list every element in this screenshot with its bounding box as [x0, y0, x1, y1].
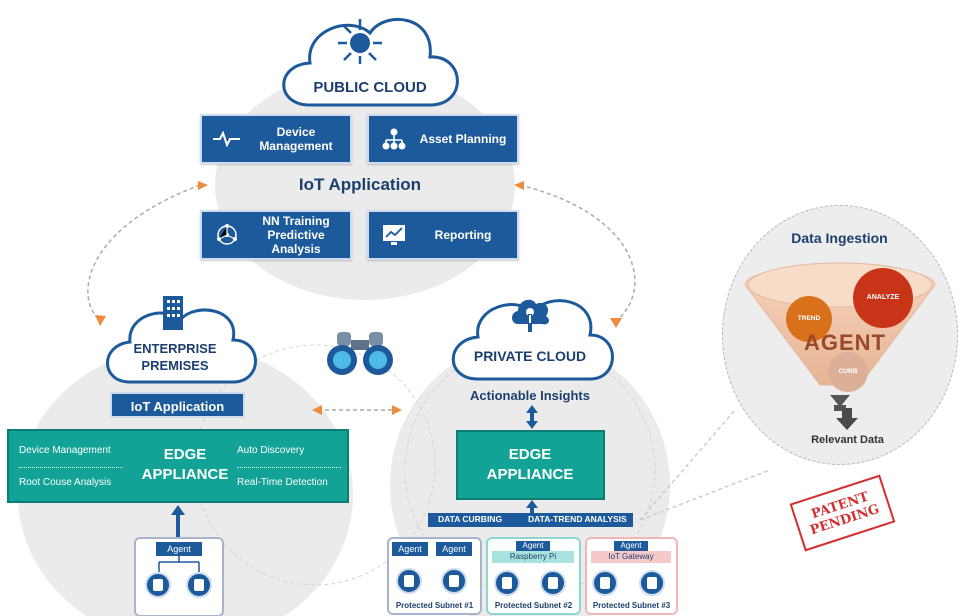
- public-iot-application-title: IoT Application: [298, 175, 422, 194]
- device-node-icon: [494, 570, 520, 596]
- edge-feature-real-time-detection: Real-Time Detection: [237, 477, 328, 488]
- enterprise-agent-tag[interactable]: Agent: [156, 542, 202, 556]
- public-cloud-circle: [215, 70, 515, 300]
- data-processing-bar: DATA CURBING DATA-TREND ANALYSIS: [428, 513, 633, 527]
- subnet3-agent-tag[interactable]: Agent: [614, 541, 648, 551]
- device-node-icon: [540, 570, 566, 596]
- chart-monitor-icon: [379, 223, 409, 247]
- raspberry-pi-gateway: Raspberry Pi: [492, 551, 574, 563]
- device-node-icon: [592, 570, 618, 596]
- analyze-label: ANALYZE: [866, 294, 900, 301]
- actionable-insights-label: Actionable Insights: [470, 388, 590, 403]
- edge-feature-auto-discovery: Auto Discovery: [237, 445, 305, 456]
- private-cloud-title: PRIVATE CLOUD: [473, 348, 587, 364]
- edge-divider-right: [237, 467, 341, 468]
- insights-double-arrow: [526, 405, 538, 429]
- agent-funnel-label: AGENT: [804, 330, 886, 355]
- enterprise-premises-title: ENTERPRISE PREMISES: [133, 341, 217, 373]
- nn-training-tile[interactable]: NN Training Predictive Analysis: [200, 210, 352, 260]
- data-ingestion-title: Data Ingestion: [791, 230, 888, 246]
- device-management-tile[interactable]: Device Management: [200, 114, 352, 164]
- analyze-bubble: ANALYZE: [853, 268, 913, 328]
- binoculars-icon: [325, 330, 395, 376]
- device-node-icon: [639, 570, 665, 596]
- edge-feature-root-cause-analysis: Root Couse Analysis: [19, 477, 112, 488]
- neural-network-icon: [212, 223, 242, 247]
- device-node-icon: [396, 568, 422, 594]
- pulse-icon: [212, 127, 242, 151]
- edge-up-arrow: [526, 500, 538, 514]
- enterprise-iot-application-badge[interactable]: IoT Application: [110, 392, 245, 418]
- subnet1-agent-tag-2[interactable]: Agent: [436, 542, 472, 556]
- edge-appliance-title: EDGE APPLIANCE: [141, 446, 229, 483]
- org-chart-icon: [379, 127, 409, 151]
- device-node-icon: [441, 568, 467, 594]
- down-arrow-icon: [836, 408, 858, 430]
- subnet1-agent-tag-1[interactable]: Agent: [392, 542, 428, 556]
- subnet2-agent-tag[interactable]: Agent: [516, 541, 550, 551]
- network-cloud-icon: [335, 16, 385, 66]
- private-edge-title: EDGE APPLIANCE: [486, 446, 574, 483]
- curb-bubble: CURB: [828, 352, 868, 392]
- data-curbing-label: DATA CURBING: [438, 514, 503, 524]
- public-cloud-title: PUBLIC CLOUD: [313, 79, 427, 96]
- subnet1-caption: Protected Subnet #1: [395, 601, 474, 610]
- enterprise-edge-appliance[interactable]: Device Management Root Couse Analysis ED…: [7, 429, 349, 503]
- relevant-data-label: Relevant Data: [811, 434, 884, 446]
- edge-divider-left: [19, 467, 123, 468]
- enterprise-agent-links: [158, 556, 200, 572]
- edge-feature-device-management: Device Management: [19, 445, 111, 456]
- trend-bubble: TREND: [786, 296, 832, 342]
- subnet3-caption: Protected Subnet #3: [592, 601, 671, 610]
- tile-label: Device Management: [259, 125, 333, 153]
- trend-label: TREND: [797, 315, 821, 322]
- curb-label: CURB: [838, 368, 858, 375]
- device-node-icon: [186, 572, 212, 598]
- iot-gateway: IoT Gateway: [591, 551, 671, 563]
- cloud-keyhole-icon: [508, 294, 552, 334]
- building-icon: [159, 294, 187, 332]
- asset-planning-tile[interactable]: Asset Planning: [367, 114, 519, 164]
- subnet2-caption: Protected Subnet #2: [494, 601, 573, 610]
- device-node-icon: [145, 572, 171, 598]
- tile-label: Asset Planning: [419, 132, 507, 146]
- reporting-tile[interactable]: Reporting: [367, 210, 519, 260]
- tile-label: NN Training Predictive Analysis: [262, 214, 330, 256]
- enterprise-up-arrow: [171, 505, 185, 538]
- private-edge-appliance[interactable]: EDGE APPLIANCE: [456, 430, 605, 500]
- data-trend-analysis-label: DATA-TREND ANALYSIS: [528, 514, 627, 524]
- tile-label: Reporting: [434, 228, 492, 242]
